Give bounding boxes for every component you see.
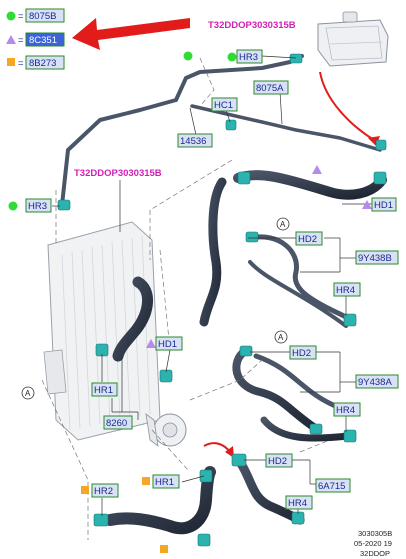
- label-hd2-c: HD2: [268, 456, 287, 467]
- legend-equals: =: [18, 35, 24, 46]
- red-flow-arrow-icon: [319, 71, 375, 141]
- legend-code-box-highlighted: [25, 32, 65, 47]
- label-8075a: 8075A: [256, 83, 284, 94]
- svg-text:A: A: [278, 333, 284, 342]
- legend: = 8075B = 8C351 = 8B273: [6, 8, 65, 70]
- label-9y438b: 9Y438B: [358, 253, 392, 264]
- purple-triangle-icon: [146, 339, 156, 348]
- label-hc1: HC1: [214, 100, 233, 111]
- label-hr4-c: HR4: [288, 498, 307, 509]
- orange-square-icon: [81, 486, 89, 494]
- footer-line-1: 3030305B: [358, 529, 392, 538]
- label-8260: 8260: [106, 418, 127, 429]
- legend-code-8075B: 8075B: [29, 11, 56, 22]
- label-hr2: HR2: [94, 486, 113, 497]
- callout-a-3: A: [21, 386, 35, 400]
- label-14536: 14536: [180, 136, 206, 147]
- label-hr3-left: HR3: [28, 201, 47, 212]
- green-dot-icon: [8, 201, 18, 211]
- orange-square-icon: [142, 477, 150, 485]
- purple-triangle-icon: [312, 165, 322, 174]
- orange-square-icon: [160, 545, 168, 553]
- dashed-outline: [41, 57, 331, 540]
- label-hd1-left: HD1: [158, 339, 177, 350]
- hose-clamps: [57, 53, 387, 547]
- footer-line-3: 32DDOP: [360, 549, 390, 558]
- svg-text:A: A: [25, 389, 31, 398]
- ref-label-mid: T32DDOP3030315B: [74, 168, 162, 179]
- callout-a-1: A: [276, 217, 290, 231]
- footer-line-2: 05-2020 19: [354, 539, 392, 548]
- label-hr1-left: HR1: [94, 385, 113, 396]
- expansion-tank: [317, 11, 389, 67]
- label-hr4-a: HR4: [336, 285, 355, 296]
- label-9y438a: 9Y438A: [358, 377, 392, 388]
- green-dot-icon: [6, 11, 16, 21]
- label-hr1-bottom: HR1: [155, 477, 174, 488]
- label-hd2-a: HD2: [298, 234, 317, 245]
- legend-equals: =: [18, 11, 24, 22]
- purple-triangle-icon: [6, 35, 16, 44]
- legend-equals: =: [18, 58, 24, 69]
- callout-a-2: A: [274, 330, 288, 344]
- red-flow-arrow-pump-icon: [203, 442, 231, 453]
- ref-label-top: T32DDOP3030315B: [208, 20, 296, 31]
- red-pointer-arrow-icon: [72, 18, 190, 50]
- legend-code-box: [25, 55, 65, 70]
- red-flow-arrowhead-pump-icon: [225, 446, 234, 458]
- green-dot-icon: [183, 51, 193, 61]
- legend-code-8B273: 8B273: [29, 58, 56, 69]
- orange-square-icon: [7, 58, 15, 66]
- part-labels: HR3 8075A HC1 14536 HR3 HD1 HD2 9Y438B H…: [25, 49, 399, 510]
- footer-code: 3030305B 05-2020 19 32DDOP: [354, 529, 392, 558]
- green-dot-icon: [227, 52, 237, 62]
- label-hd1-right: HD1: [374, 200, 393, 211]
- leader-lines: [52, 55, 378, 516]
- water-pump: [145, 413, 187, 447]
- label-hr4-b: HR4: [336, 405, 355, 416]
- legend-code-box: [25, 8, 65, 23]
- purple-triangle-icon: [362, 200, 372, 209]
- label-hd2-b: HD2: [292, 348, 311, 359]
- label-hr3-top: HR3: [239, 52, 258, 63]
- legend-code-8C351: 8C351: [29, 35, 57, 46]
- radiator: [43, 221, 161, 441]
- svg-text:A: A: [280, 220, 286, 229]
- label-6a715: 6A715: [318, 481, 345, 492]
